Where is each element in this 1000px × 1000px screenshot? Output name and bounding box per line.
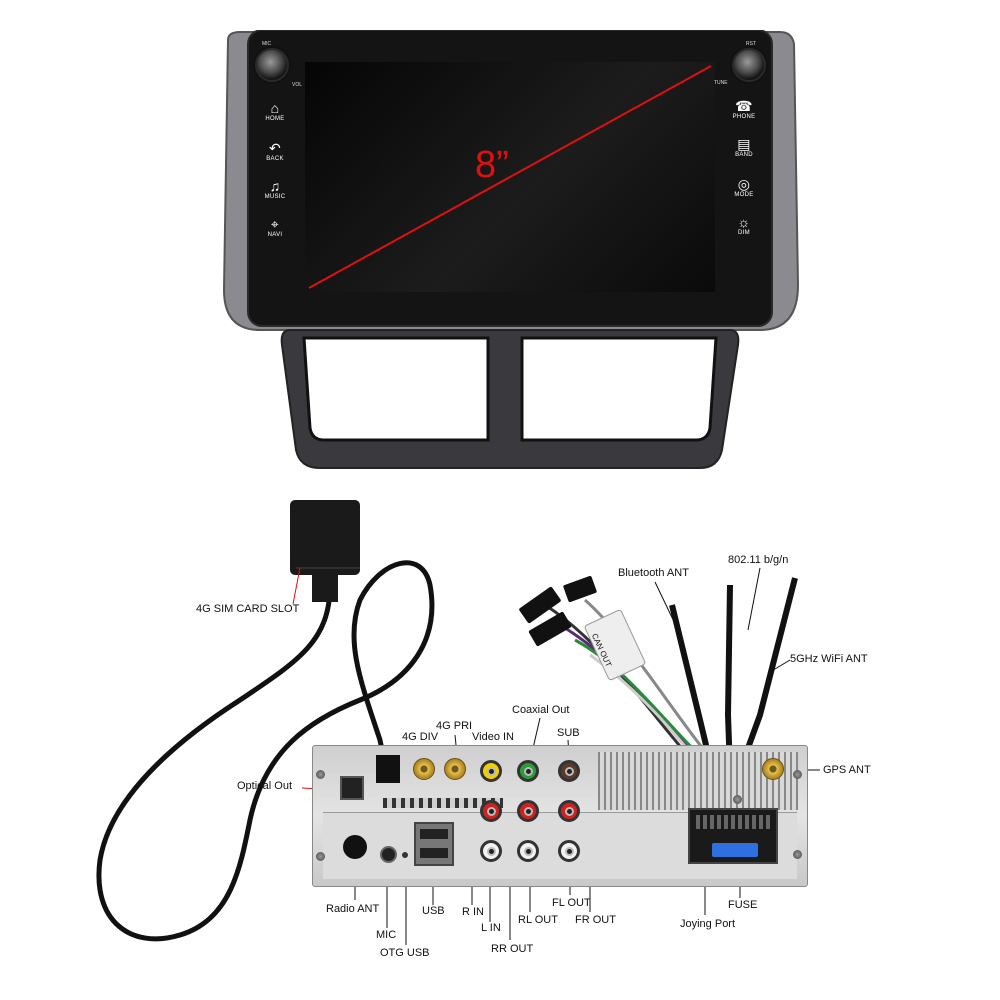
rr-out-label: RR OUT	[491, 943, 534, 955]
navi-label: NAVI	[267, 232, 283, 238]
home-label: HOME	[265, 116, 285, 122]
r-in-jack[interactable]	[480, 800, 502, 822]
screw	[316, 770, 325, 779]
radio-ant-port[interactable]	[343, 835, 367, 859]
screw	[793, 770, 802, 779]
band-button[interactable]: ▤ BAND	[724, 136, 764, 158]
joying-port[interactable]	[688, 808, 778, 864]
fr-out-label: FR OUT	[575, 914, 616, 926]
otg-led	[402, 852, 408, 858]
tune-knob[interactable]	[732, 48, 766, 82]
music-icon: ♫	[269, 178, 281, 194]
sim-slot-label: 4G SIM CARD SLOT	[196, 603, 300, 615]
sub-label: SUB	[557, 727, 580, 739]
phone-label: PHONE	[732, 114, 756, 120]
back-button[interactable]: ↶ BACK	[255, 140, 295, 162]
mic-label: MIC	[376, 929, 397, 941]
otg-usb-label: OTG USB	[380, 947, 430, 959]
band-label: BAND	[735, 152, 753, 158]
home-button[interactable]: ⌂ HOME	[255, 100, 295, 122]
usb-ports[interactable]	[414, 822, 454, 866]
rst-label: RST	[746, 41, 756, 47]
back-icon: ↶	[268, 140, 282, 156]
r-in-label: R IN	[462, 906, 484, 918]
navi-icon: ⌖	[270, 216, 280, 232]
vent-slots	[383, 798, 503, 808]
fuse[interactable]	[712, 843, 758, 857]
band-icon: ▤	[737, 136, 751, 152]
video-in-label: Video IN	[472, 731, 514, 743]
rr-out-jack[interactable]	[517, 800, 539, 822]
back-label: BACK	[266, 156, 284, 162]
music-button[interactable]: ♫ MUSIC	[255, 178, 295, 200]
mode-button[interactable]: ◎ MODE	[724, 176, 764, 198]
wifi-80211-label: 802.11 b/g/n	[728, 554, 789, 566]
screw	[316, 852, 325, 861]
phone-button[interactable]: ☎ PHONE	[724, 98, 764, 120]
wifi-5ghz-label: 5GHz WiFi ANT	[790, 653, 868, 665]
sub-jack[interactable]	[558, 760, 580, 782]
fr-out-jack[interactable]	[558, 800, 580, 822]
vol-label: VOL	[292, 82, 303, 88]
video-in-jack[interactable]	[480, 760, 502, 782]
dim-icon: ☼	[737, 214, 751, 230]
optical-out-label: Optical Out	[237, 780, 293, 792]
fuse-label: FUSE	[728, 899, 758, 911]
display-screen[interactable]: 8”	[305, 62, 715, 292]
sim-cable-plug[interactable]	[376, 755, 400, 783]
gps-ant-label: GPS ANT	[823, 764, 871, 776]
screw	[793, 850, 802, 859]
optical-out-port[interactable]	[340, 776, 364, 800]
4g-div-label: 4G DIV	[402, 731, 439, 743]
4g-pri-label: 4G PRI	[436, 720, 473, 732]
screen-diagonal	[308, 65, 712, 289]
bluetooth-ant-label: Bluetooth ANT	[618, 567, 689, 579]
dim-button[interactable]: ☼ DIM	[724, 214, 764, 236]
radio-ant-label: Radio ANT	[326, 903, 380, 915]
navi-button[interactable]: ⌖ NAVI	[255, 216, 295, 238]
l-in-jack[interactable]	[480, 840, 502, 862]
mode-label: MODE	[734, 192, 754, 198]
rl-out-label: RL OUT	[518, 914, 558, 926]
dim-label: DIM	[738, 230, 750, 236]
tune-label: TUNE	[714, 80, 728, 86]
gps-ant-connector[interactable]	[762, 758, 784, 780]
screen-size-label: 8”	[475, 144, 509, 186]
coaxial-out-label: Coaxial Out	[512, 704, 570, 716]
home-icon: ⌂	[270, 100, 280, 116]
l-in-label: L IN	[481, 922, 501, 934]
mode-icon: ◎	[737, 176, 751, 192]
4g-div-connector[interactable]	[413, 758, 435, 780]
volume-knob[interactable]	[255, 48, 289, 82]
music-label: MUSIC	[264, 194, 286, 200]
usb-label: USB	[422, 905, 445, 917]
joying-port-label: Joying Port	[680, 918, 736, 930]
screw	[733, 795, 742, 804]
fl-out-label: FL OUT	[552, 897, 591, 909]
rl-out-jack[interactable]	[517, 840, 539, 862]
phone-icon: ☎	[735, 98, 753, 114]
mic-jack[interactable]	[380, 846, 397, 863]
coaxial-out-jack[interactable]	[517, 760, 539, 782]
4g-pri-connector[interactable]	[444, 758, 466, 780]
fl-out-jack[interactable]	[558, 840, 580, 862]
mic-hole-label: MIC	[262, 41, 272, 47]
